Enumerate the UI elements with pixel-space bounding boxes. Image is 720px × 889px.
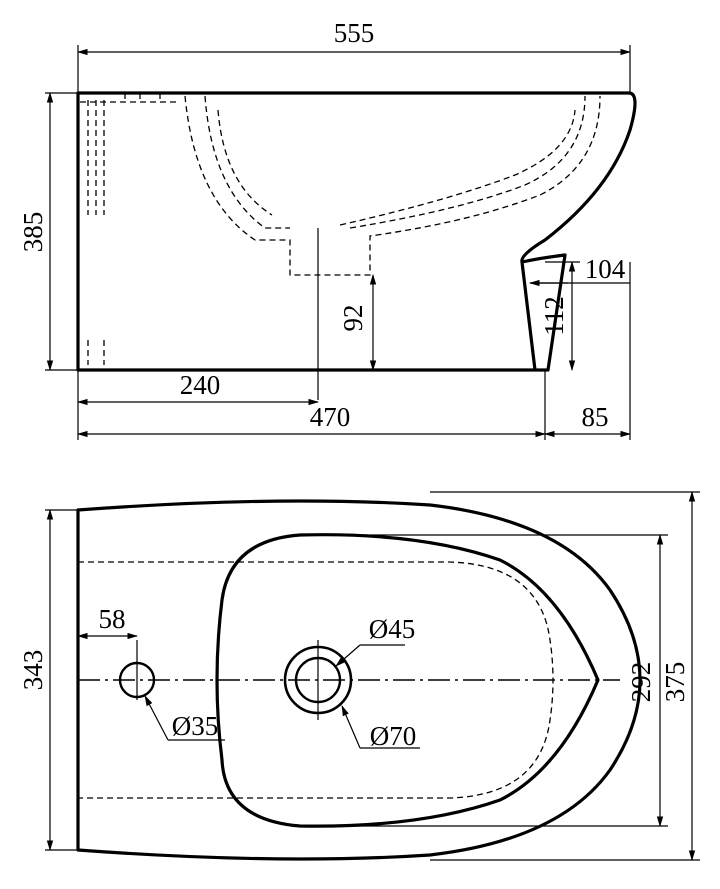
dim-85-label: 85 bbox=[582, 402, 609, 432]
leader-45 bbox=[335, 644, 361, 667]
dim-375-label: 375 bbox=[660, 662, 690, 703]
dim-555-label: 555 bbox=[334, 18, 375, 48]
leader-35 bbox=[144, 695, 169, 741]
plan-view: 343 292 375 58 Ø35 Ø45 Ø70 bbox=[18, 490, 700, 862]
rear-foot-line bbox=[521, 253, 567, 371]
side-view: 555 385 104 112 92 240 470 85 bbox=[18, 18, 637, 440]
bowl-inner-dashed-3 bbox=[217, 109, 576, 226]
dim-45-label: Ø45 bbox=[369, 614, 416, 644]
side-view-outline bbox=[76, 91, 637, 372]
dim-343-label: 343 bbox=[18, 650, 48, 691]
leader-70 bbox=[341, 705, 361, 749]
dim-112-label: 112 bbox=[539, 296, 569, 336]
plan-outer-outline bbox=[76, 499, 642, 861]
bowl-inner-dashed bbox=[184, 95, 601, 276]
dim-92-label: 92 bbox=[338, 305, 368, 332]
dim-385-label: 385 bbox=[18, 212, 48, 253]
bowl-inner-dashed-2 bbox=[204, 95, 586, 229]
dim-292-label: 292 bbox=[626, 662, 656, 703]
left-channel-dashed bbox=[80, 93, 180, 365]
plan-rim-outline bbox=[215, 533, 600, 828]
dim-240-label: 240 bbox=[180, 370, 221, 400]
dim-35-label: Ø35 bbox=[172, 711, 219, 741]
dim-58-label: 58 bbox=[99, 604, 126, 634]
dim-70-label: Ø70 bbox=[370, 721, 417, 751]
dim-470-label: 470 bbox=[310, 402, 351, 432]
dim-104-label: 104 bbox=[585, 254, 626, 284]
